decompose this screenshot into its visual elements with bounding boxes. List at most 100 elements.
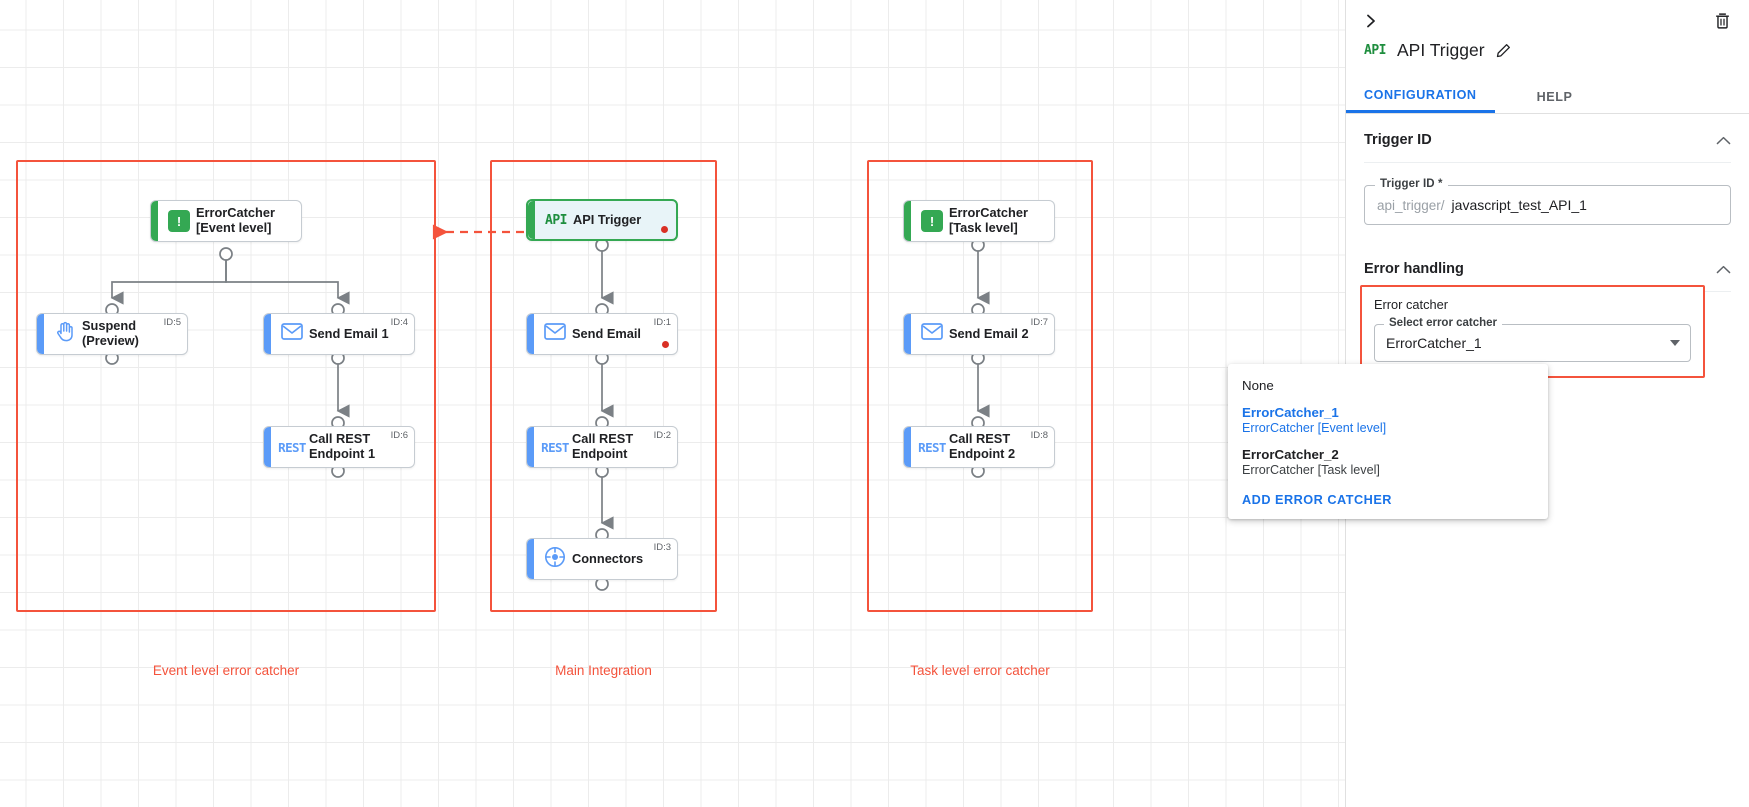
node-icon: API bbox=[539, 213, 573, 228]
node-accent-bar bbox=[264, 427, 271, 467]
dropdown-option-sublabel: ErrorCatcher [Task level] bbox=[1242, 463, 1380, 477]
node-accent-bar bbox=[528, 201, 535, 239]
chevron-up-icon-2[interactable] bbox=[1716, 262, 1731, 277]
workflow-node[interactable]: !ErrorCatcher [Task level] bbox=[903, 200, 1055, 242]
node-accent-bar bbox=[904, 427, 911, 467]
node-accent-bar bbox=[527, 539, 534, 579]
envelope-icon bbox=[544, 323, 566, 345]
error-catcher-box: Error catcher Select error catcher Error… bbox=[1360, 285, 1705, 378]
select-error-catcher[interactable]: Select error catcher ErrorCatcher_1 bbox=[1374, 317, 1691, 362]
node-label: Call REST Endpoint bbox=[572, 431, 634, 461]
trigger-id-value: javascript_test_API_1 bbox=[1451, 197, 1587, 213]
trigger-id-legend: Trigger ID * bbox=[1375, 178, 1448, 190]
workflow-node[interactable]: API API Trigger bbox=[526, 199, 678, 241]
panel-title-row: API API Trigger bbox=[1364, 40, 1511, 61]
select-error-catcher-value: ErrorCatcher_1 bbox=[1386, 335, 1482, 351]
dropdown-option[interactable]: None bbox=[1228, 372, 1548, 399]
node-error-dot bbox=[662, 341, 669, 348]
section-trigger-id-title: Trigger ID bbox=[1364, 132, 1432, 148]
group-label: Main Integration bbox=[555, 663, 652, 678]
node-label: Connectors bbox=[572, 550, 644, 566]
node-id-tag: ID:5 bbox=[163, 317, 181, 328]
group-box bbox=[16, 160, 436, 612]
error-catcher-label: Error catcher bbox=[1374, 297, 1448, 312]
node-error-dot bbox=[661, 226, 668, 233]
hand-icon bbox=[55, 321, 75, 347]
rest-icon: REST bbox=[918, 439, 946, 455]
node-label: Call REST Endpoint 1 bbox=[309, 431, 376, 461]
trigger-id-input[interactable]: Trigger ID * api_trigger/ javascript_tes… bbox=[1364, 178, 1731, 225]
node-icon: REST bbox=[915, 440, 949, 455]
workflow-node[interactable]: Suspend (Preview) ID:5 bbox=[36, 313, 188, 355]
chevron-right-icon[interactable] bbox=[1358, 8, 1384, 34]
node-icon bbox=[538, 546, 572, 573]
section-trigger-id[interactable]: Trigger ID bbox=[1364, 114, 1731, 163]
node-icon bbox=[275, 323, 309, 345]
node-label: Send Email 1 bbox=[309, 325, 389, 341]
tab-help[interactable]: HELP bbox=[1536, 89, 1573, 104]
node-icon: ! bbox=[162, 210, 196, 232]
node-id-tag: ID:6 bbox=[390, 430, 408, 441]
tab-configuration[interactable]: CONFIGURATION bbox=[1346, 80, 1495, 113]
node-accent-bar bbox=[264, 314, 271, 354]
dropdown-option-sublabel: ErrorCatcher [Event level] bbox=[1242, 421, 1387, 435]
group-box bbox=[490, 160, 717, 612]
workflow-node[interactable]: Connectors ID:3 bbox=[526, 538, 678, 580]
dropdown-option-label: ErrorCatcher_2 bbox=[1242, 447, 1339, 462]
node-id-tag: ID:8 bbox=[1030, 430, 1048, 441]
workflow-node[interactable]: ! ErrorCatcher [Event level] bbox=[150, 200, 302, 242]
envelope-icon bbox=[921, 323, 943, 345]
node-id-tag: ID:3 bbox=[653, 542, 671, 553]
select-error-catcher-legend: Select error catcher bbox=[1384, 317, 1503, 329]
rest-icon: REST bbox=[541, 439, 569, 455]
node-label: Suspend (Preview) bbox=[82, 318, 139, 348]
node-label: ErrorCatcher [Event level] bbox=[196, 205, 275, 235]
api-icon: API bbox=[545, 212, 567, 228]
section-error-handling-title: Error handling bbox=[1364, 261, 1464, 277]
node-label: Call REST Endpoint 2 bbox=[949, 431, 1016, 461]
envelope-icon bbox=[281, 323, 303, 345]
dropdown-option-label: ErrorCatcher_1 bbox=[1242, 405, 1339, 420]
trigger-id-field-wrap: Trigger ID * api_trigger/ javascript_tes… bbox=[1364, 178, 1731, 225]
trash-icon[interactable] bbox=[1709, 8, 1735, 34]
group-label: Event level error catcher bbox=[152, 663, 300, 678]
node-icon: REST bbox=[538, 440, 572, 455]
pencil-icon[interactable] bbox=[1496, 43, 1511, 58]
node-icon bbox=[48, 321, 82, 347]
panel-header: API API Trigger bbox=[1346, 0, 1749, 78]
error-catcher-icon: ! bbox=[168, 210, 190, 232]
dropdown-option-label: None bbox=[1242, 378, 1274, 393]
node-id-tag: ID:7 bbox=[1030, 317, 1048, 328]
error-catcher-icon: ! bbox=[921, 210, 943, 232]
node-icon: REST bbox=[275, 440, 309, 455]
api-badge: API bbox=[1364, 43, 1386, 58]
workflow-canvas[interactable]: Event level error catcher Main Integratio… bbox=[0, 0, 1345, 807]
rest-icon: REST bbox=[278, 439, 306, 455]
node-label: Send Email bbox=[572, 325, 641, 341]
node-icon: ! bbox=[915, 210, 949, 232]
node-accent-bar bbox=[527, 314, 534, 354]
node-label: API Trigger bbox=[573, 211, 642, 227]
group-label: Task level error catcher bbox=[910, 663, 1050, 678]
node-icon bbox=[538, 323, 572, 345]
page-title: API Trigger bbox=[1396, 40, 1485, 60]
node-accent-bar bbox=[904, 201, 911, 241]
node-id-tag: ID:2 bbox=[653, 430, 671, 441]
group-box bbox=[867, 160, 1093, 612]
node-accent-bar bbox=[904, 314, 911, 354]
chevron-down-icon[interactable] bbox=[1670, 340, 1680, 346]
node-accent-bar bbox=[151, 201, 158, 241]
trigger-id-prefix: api_trigger/ bbox=[1377, 197, 1445, 213]
add-error-catcher-button[interactable]: ADD ERROR CATCHER bbox=[1242, 493, 1392, 507]
node-id-tag: ID:4 bbox=[390, 317, 408, 328]
chevron-up-icon[interactable] bbox=[1716, 133, 1731, 148]
